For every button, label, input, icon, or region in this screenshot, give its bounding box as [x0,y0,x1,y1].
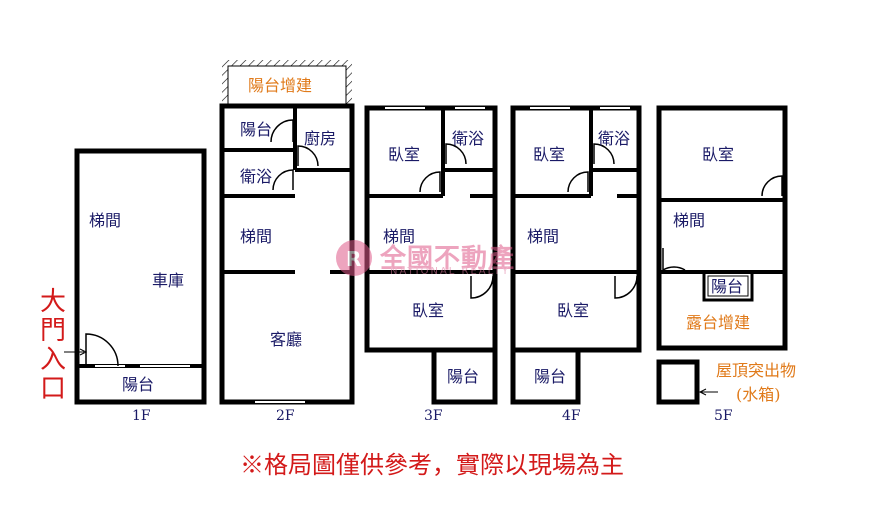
floor-3f-plan [364,105,498,405]
room-label-3f-bath: 衛浴 [452,129,485,148]
disclaimer-note: ※格局圖僅供參考，實際以現場為主 [240,451,624,479]
room-label-3f-balcony: 陽台 [447,367,480,386]
floor-label-2f: 2F [276,408,295,424]
room-label-3f-bedroom-2: 臥室 [412,301,445,320]
room-label-5f-terrace-extension: 露台增建 [686,313,751,332]
floor-label-1f: 1F [132,408,151,424]
room-label-4f-bedroom-1: 臥室 [533,145,566,164]
room-label-4f-bath: 衛浴 [598,129,631,148]
floor-5f-plan [656,105,788,405]
room-label-5f-bedroom: 臥室 [702,145,735,164]
room-label-2f-balcony: 陽台 [240,120,273,139]
room-label-4f-balcony: 陽台 [534,367,567,386]
floor-2f-plan [219,60,355,405]
floor-4f-plan [510,105,642,405]
svg-text:R: R [346,247,361,271]
floor-label-5f: 5F [714,408,733,424]
room-label-3f-bedroom-1: 臥室 [388,145,421,164]
room-label-1f-stair: 梯間 [89,211,122,230]
room-label-4f-stair: 梯間 [527,227,560,246]
room-label-3f-stair: 梯間 [383,227,416,246]
floor-1f-plan [64,148,207,405]
room-label-2f-living: 客廳 [270,330,303,349]
entrance-label: 大 門 入 口 [40,287,67,404]
room-label-5f-balcony: 陽台 [711,277,744,296]
room-label-1f-garage: 車庫 [152,271,185,290]
room-label-2f-stair: 梯間 [240,227,273,246]
room-label-5f-stair: 梯間 [673,211,706,230]
room-label-5f-water-tank: (水箱) [736,385,781,404]
room-label-2f-kitchen: 廚房 [304,129,337,148]
floor-label-3f: 3F [424,408,443,424]
watermark-subtitle: NATIONAL REALTY [390,266,511,277]
watermark-logo-icon: R [336,240,372,276]
room-label-1f-balcony: 陽台 [122,375,155,394]
room-label-2f-balcony-extension: 陽台增建 [248,76,313,95]
room-label-2f-bath: 衛浴 [240,167,273,186]
watermark-name: 全國不動產 [380,244,516,274]
room-label-4f-bedroom-2: 臥室 [557,301,590,320]
room-label-5f-roof-structure: 屋頂突出物 [716,361,797,380]
floor-label-4f: 4F [562,408,581,424]
watermark: 全國不動產 NATIONAL REALTY [336,236,556,280]
